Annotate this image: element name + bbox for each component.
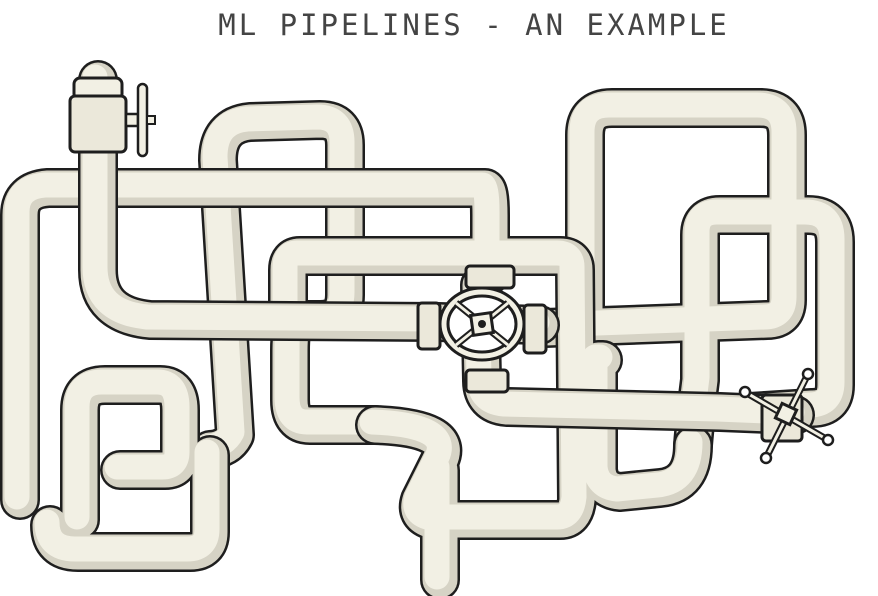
tap-valve-icon	[68, 76, 156, 158]
cross-valve-icon	[738, 367, 835, 465]
wheel-valve-icon	[416, 264, 548, 394]
page-title: ML PIPELINES - AN EXAMPLE	[218, 8, 730, 42]
